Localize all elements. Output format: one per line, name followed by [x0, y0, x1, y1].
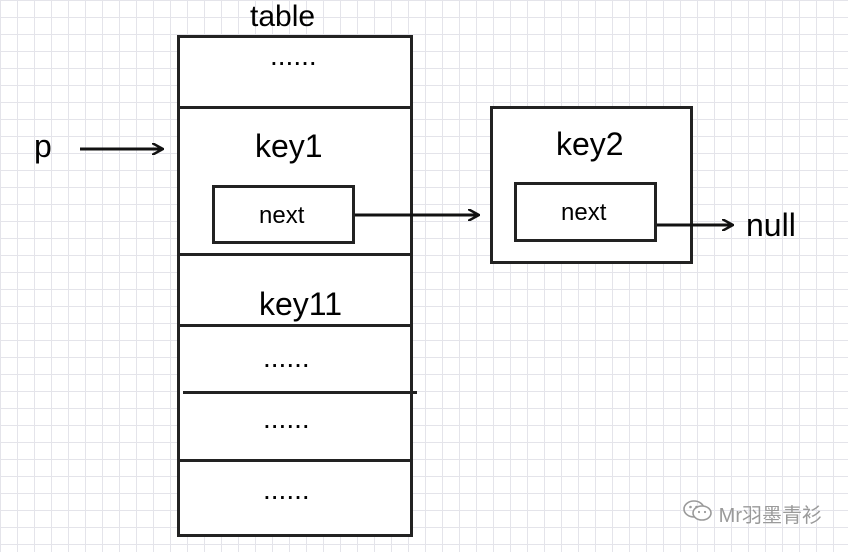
- pointer-label: p: [34, 128, 52, 164]
- row-divider: [177, 324, 413, 327]
- key2-label: key2: [556, 126, 624, 162]
- key1-next-label: next: [259, 202, 305, 229]
- table-box: [177, 35, 413, 537]
- table-ellipsis: ......: [263, 342, 310, 373]
- null-label: null: [746, 207, 796, 243]
- key2-next-label: next: [561, 199, 607, 226]
- key2-next-box: [514, 182, 657, 242]
- table-ellipsis-top: ......: [270, 40, 317, 71]
- row-divider: [177, 459, 413, 462]
- key1-label: key1: [255, 128, 323, 164]
- watermark-text: Mr羽墨青衫: [718, 505, 822, 527]
- key1-next-box: [212, 185, 355, 244]
- row-divider: [177, 253, 413, 256]
- table-ellipsis: ......: [263, 474, 310, 505]
- row-divider: [177, 106, 413, 109]
- key11-label: key11: [259, 286, 343, 322]
- table-label: table: [250, 0, 316, 33]
- wechat-icon: [682, 499, 713, 528]
- watermark: Mr羽墨青衫: [682, 499, 822, 528]
- table-ellipsis: ......: [263, 403, 310, 434]
- row-divider: [183, 391, 417, 394]
